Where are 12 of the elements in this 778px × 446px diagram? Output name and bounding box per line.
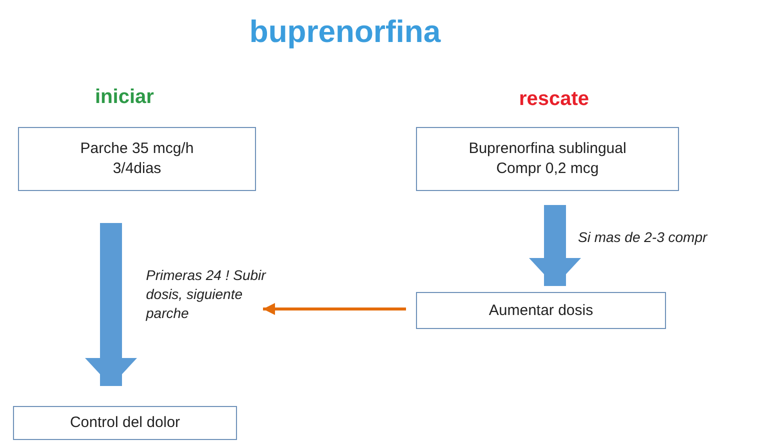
- block-arrow: [529, 205, 581, 286]
- section-heading: rescate: [519, 88, 590, 111]
- process-box: Parche 35 mcg/h 3/4dias: [18, 127, 256, 191]
- edge-label: Si mas de 2-3 compr: [578, 229, 708, 245]
- section-heading: iniciar: [95, 86, 154, 109]
- diagram-title: buprenorfina: [248, 14, 442, 50]
- annotation-text: Primeras 24 ! Subir dosis, siguiente parche: [146, 266, 271, 323]
- process-box: Control del dolor: [13, 406, 237, 440]
- arrow: [263, 303, 406, 315]
- process-box: Buprenorfina sublingual Compr 0,2 mcg: [416, 127, 679, 191]
- block-arrow: [85, 223, 137, 386]
- process-box: Aumentar dosis: [416, 292, 666, 329]
